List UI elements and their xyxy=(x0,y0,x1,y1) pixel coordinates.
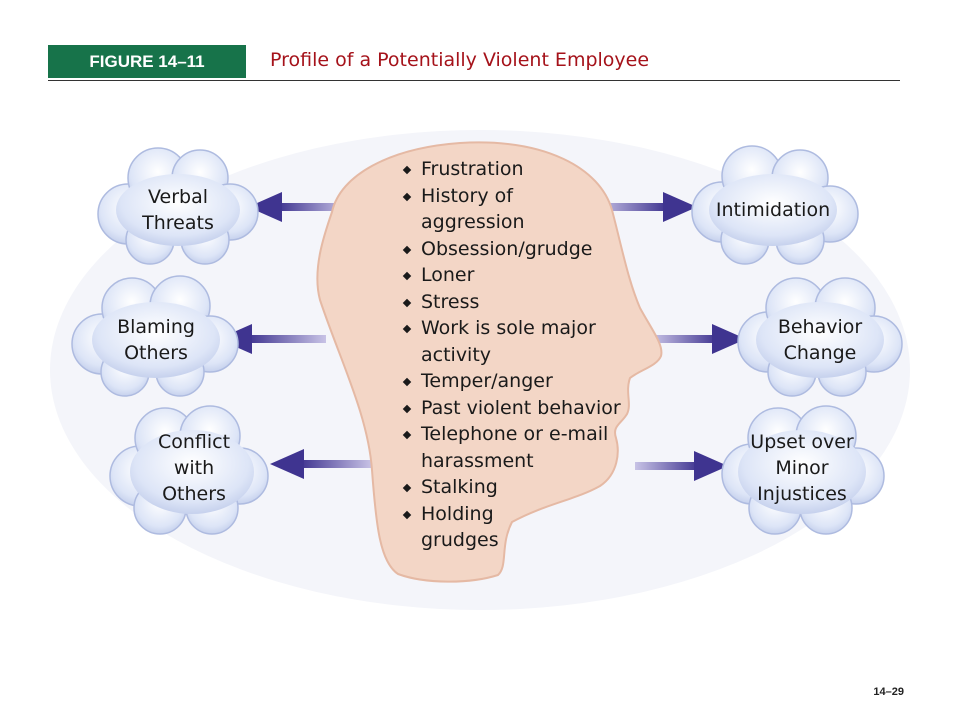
cloud-label-blaming-others: Blaming Others xyxy=(117,316,195,364)
cloud-label-verbal-threats: Verbal Threats xyxy=(142,186,214,234)
cloud-label-intimidation: Intimidation xyxy=(715,199,831,221)
trait-item: Work is sole major activity xyxy=(402,315,662,368)
trait-item: Past violent behavior xyxy=(402,395,662,422)
figure-title: Profile of a Potentially Violent Employe… xyxy=(270,49,650,71)
trait-item: Holding grudges xyxy=(402,501,662,554)
arrow-upset-over-minor-injustices xyxy=(635,451,728,481)
figure-label: FIGURE 14–11 xyxy=(48,45,246,78)
cloud-label-behavior-change: Behavior Change xyxy=(777,316,863,364)
trait-item: Stalking xyxy=(402,474,662,501)
trait-list: Frustration History of aggression Obsess… xyxy=(402,156,662,554)
arrow-conflict-with-others xyxy=(270,449,372,479)
trait-item: Telephone or e-mail harassment xyxy=(402,421,662,474)
cloud-intimidation xyxy=(691,145,859,265)
title-rule xyxy=(48,80,900,81)
cloud-verbal-threats xyxy=(97,147,259,265)
trait-item: Frustration xyxy=(402,156,662,183)
trait-item: Loner xyxy=(402,262,662,289)
trait-item: Temper/anger xyxy=(402,368,662,395)
trait-item: History of aggression xyxy=(402,183,662,236)
cloud-conflict-with-others xyxy=(109,405,269,535)
cloud-label-conflict-with-others: Conflict with Others xyxy=(157,431,231,505)
arrow-behavior-change xyxy=(652,324,746,354)
arrow-verbal-threats xyxy=(248,192,348,222)
trait-item: Obsession/grudge xyxy=(402,236,662,263)
trait-item: Stress xyxy=(402,289,662,316)
cloud-upset-over-minor-injustices xyxy=(721,405,885,535)
cloud-behavior-change xyxy=(737,277,903,397)
cloud-label-upset-over-minor-injustices: Upset over Minor Injustices xyxy=(750,431,854,505)
cloud-blaming-others xyxy=(71,275,239,397)
page-number: 14–29 xyxy=(873,686,904,698)
